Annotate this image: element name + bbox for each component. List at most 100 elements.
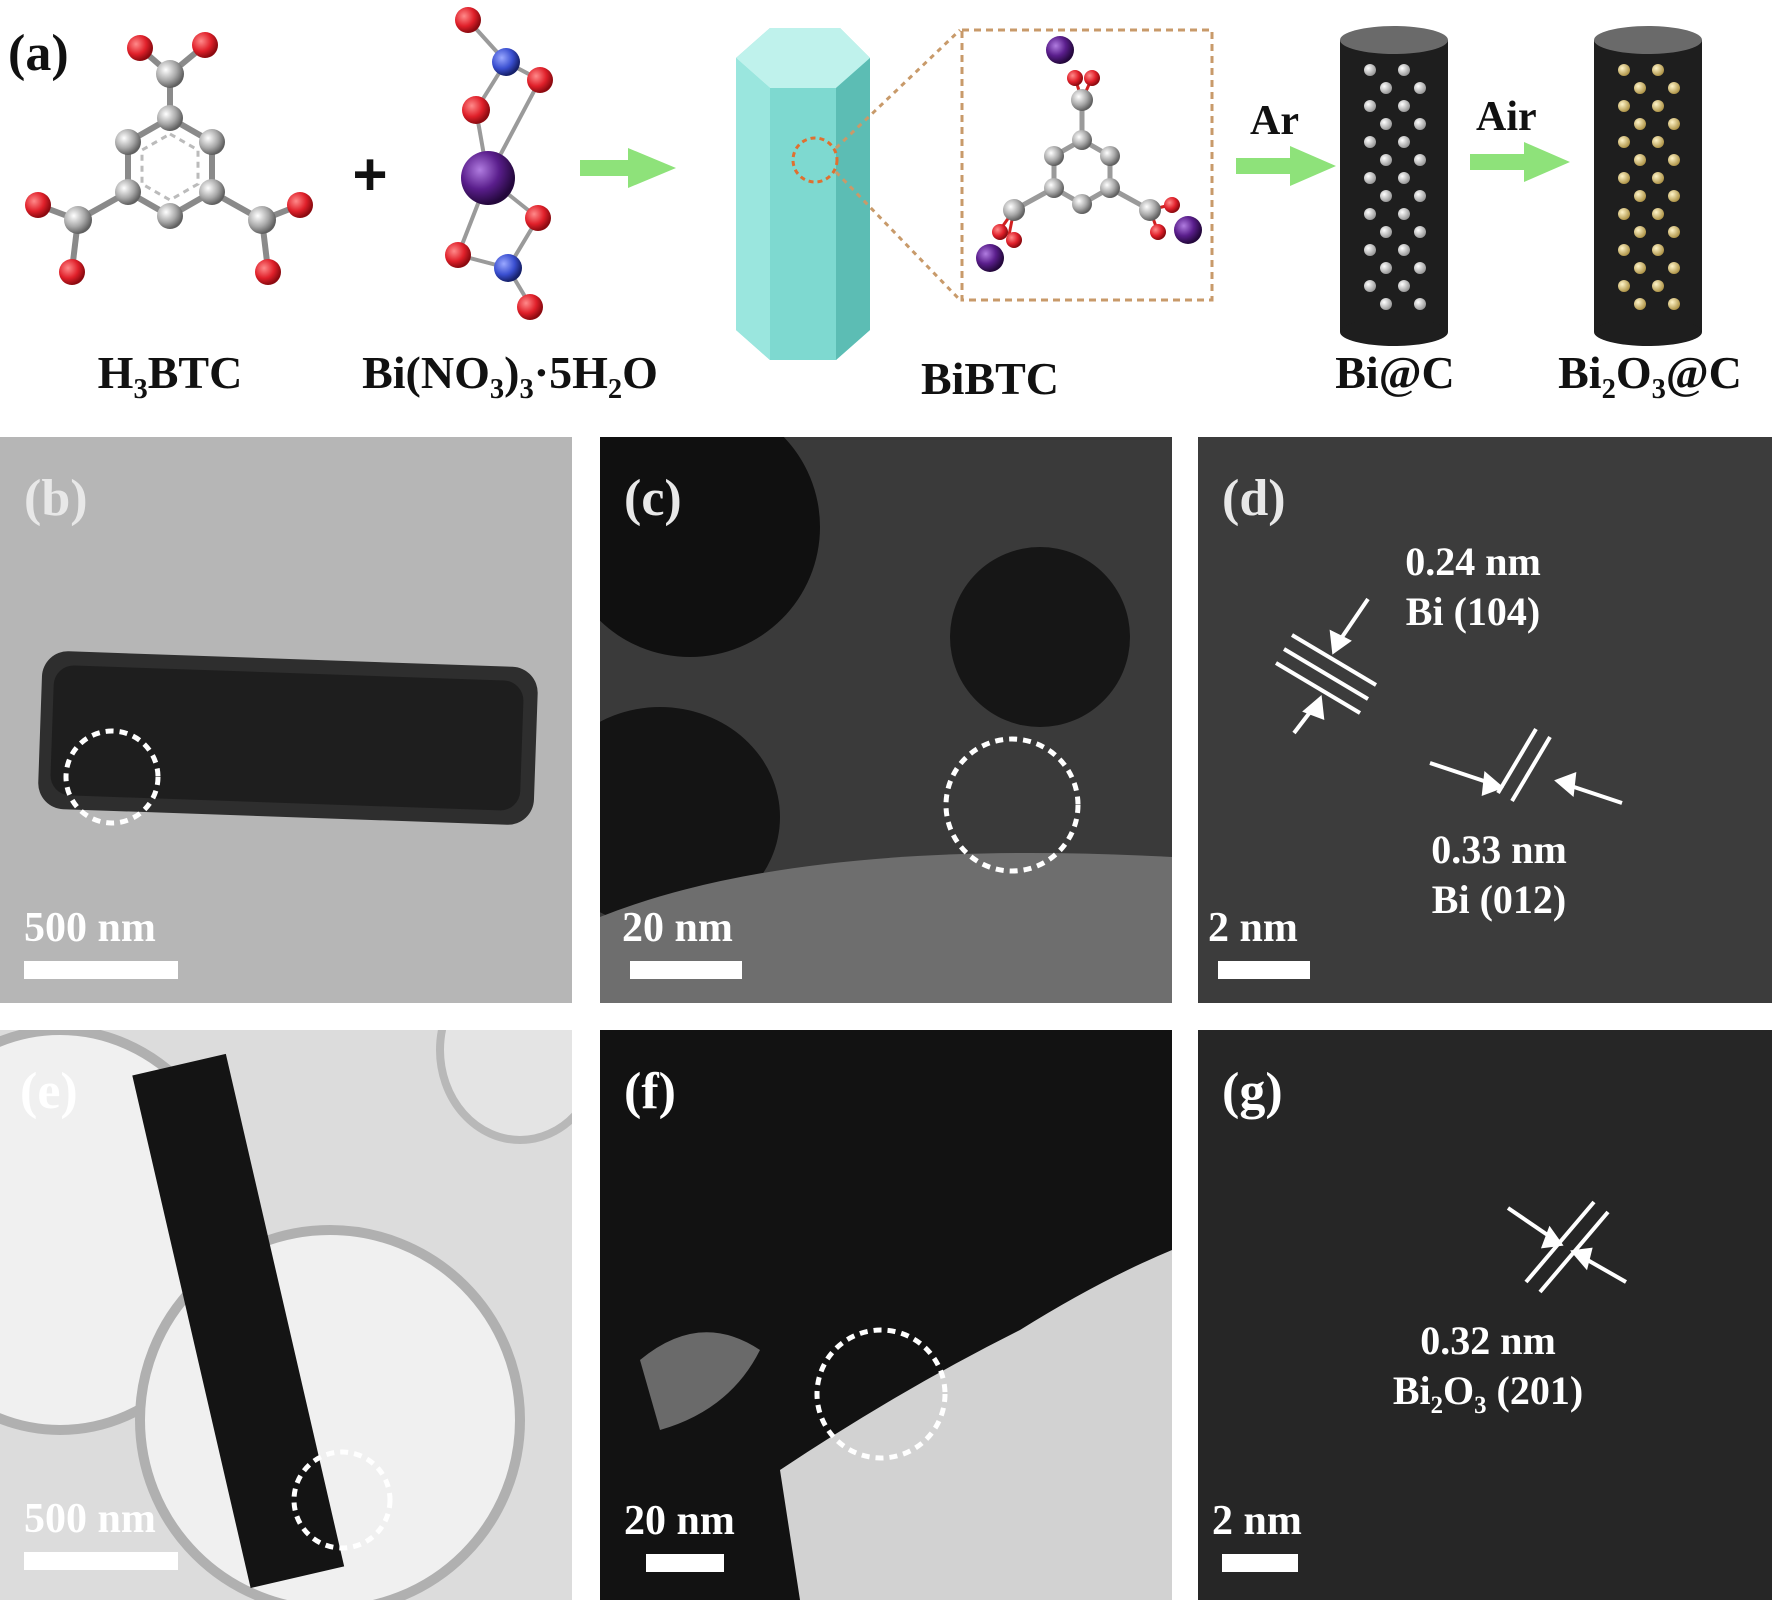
nanoparticle-dot (1364, 64, 1376, 76)
panel-g-tem-image: (g) 0.32 nm Bi2O3 (201) 2 nm (1198, 1030, 1772, 1600)
nanoparticle-dot (1652, 136, 1664, 148)
h3btc-atoms (25, 32, 313, 285)
nanoparticle-dot (1634, 298, 1646, 310)
nanoparticle-dot (1618, 244, 1630, 256)
nanoparticle-dot (1398, 280, 1410, 292)
bibtc-prism (736, 28, 962, 360)
nanoparticle-dot (1652, 208, 1664, 220)
panel-c-letter: (c) (624, 470, 682, 527)
nanoparticle-dot (1414, 154, 1426, 166)
panel-a-letter: (a) (8, 25, 69, 82)
nanoparticle-dot (1634, 226, 1646, 238)
panel-g-spacing: 0.32 nm (1420, 1318, 1556, 1363)
bic-dots (1364, 64, 1426, 310)
arrow-3 (1470, 142, 1570, 182)
nanoparticle-dot (1618, 100, 1630, 112)
nanoparticle-dot (1668, 118, 1680, 130)
nanoparticle-dot (1414, 226, 1426, 238)
panel-d-annotation-2: 0.33 nm Bi (012) (1394, 825, 1604, 925)
nanoparticle-dot (1380, 190, 1392, 202)
panel-d-plane-1: Bi (104) (1405, 589, 1541, 634)
nanoparticle-dot (1652, 100, 1664, 112)
panel-b-tem-image: (b) 500 nm (0, 437, 572, 1003)
panel-g-scale-label: 2 nm (1212, 1498, 1302, 1544)
arrow-label-ar: Ar (1250, 98, 1299, 144)
nanoparticle-dot (1652, 172, 1664, 184)
nanoparticle-dot (1652, 244, 1664, 256)
panel-d-spacing-2: 0.33 nm (1431, 827, 1567, 872)
panel-b-scale-label: 500 nm (24, 905, 156, 951)
nanoparticle-dot (1364, 244, 1376, 256)
panel-e-scale-label: 500 nm (24, 1496, 156, 1542)
panel-d-annotation-1: 0.24 nm Bi (104) (1368, 537, 1578, 637)
nanoparticle-dot (1414, 190, 1426, 202)
label-h3btc-text: H3BTC (97, 347, 243, 406)
panel-f-scale-bar (646, 1554, 724, 1572)
nanoparticle-dot (1364, 208, 1376, 220)
nanoparticle-dot (1364, 100, 1376, 112)
nanoparticle-dot (1398, 208, 1410, 220)
label-bibtc-text: BiBTC (920, 353, 1060, 404)
panel-e-scale-bar (24, 1552, 178, 1570)
bi2o3c-dots (1618, 64, 1680, 310)
nanoparticle-dot (1652, 280, 1664, 292)
dotted-circle-c (943, 736, 1081, 874)
dotted-circle-e (291, 1449, 393, 1551)
nanoparticle-dot (1414, 118, 1426, 130)
nanoparticle-dot (1380, 226, 1392, 238)
dotted-circle-f (814, 1327, 948, 1461)
nanoparticle-dot (1414, 262, 1426, 274)
nanoparticle-dot (1634, 190, 1646, 202)
nanoparticle-dot (1618, 172, 1630, 184)
panel-d-plane-2: Bi (012) (1431, 877, 1567, 922)
nanoparticle-dot (1380, 154, 1392, 166)
panel-a-schematic: + (25, 7, 1702, 360)
arrow-1 (580, 148, 676, 188)
panel-c-scale-label: 20 nm (622, 905, 733, 951)
nanoparticle-dot (1398, 244, 1410, 256)
panel-g-annotation: 0.32 nm Bi2O3 (201) (1368, 1316, 1608, 1422)
nanoparticle-dot (1618, 208, 1630, 220)
panel-d-letter: (d) (1222, 470, 1286, 527)
panel-f-letter: (f) (624, 1063, 676, 1120)
bi2o3c-cylinder (1594, 26, 1702, 346)
nanoparticle-dot (1668, 262, 1680, 274)
label-bi2o3c: Bi2O3@C (1540, 350, 1760, 405)
panel-g-scale-bar (1222, 1554, 1298, 1572)
nanoparticle-dot (1634, 82, 1646, 94)
nanoparticle-dot (1618, 136, 1630, 148)
nanoparticle-dot (1364, 280, 1376, 292)
label-h3btc: H3BTC (60, 350, 280, 405)
panel-d-scale-bar (1218, 961, 1310, 979)
plus-sign: + (352, 141, 387, 208)
nanoparticle-dot (1618, 280, 1630, 292)
dotted-circle-b (63, 728, 161, 826)
label-bibtc: BiBTC (900, 356, 1080, 402)
nanoparticle-dot (1668, 190, 1680, 202)
nanoparticle-dot (1414, 82, 1426, 94)
panel-c-tem-image: (c) 20 nm (600, 437, 1172, 1003)
nanorod-e (132, 1053, 345, 1589)
panel-c-scale-bar (630, 961, 742, 979)
panel-d-spacing-1: 0.24 nm (1405, 539, 1541, 584)
nanoparticle-dot (1398, 64, 1410, 76)
nanoparticle-dot (1414, 298, 1426, 310)
nanoparticle-dot (1618, 64, 1630, 76)
nanoparticle-dot (1398, 100, 1410, 112)
nanoparticle-dot (1634, 154, 1646, 166)
nanoparticle-dot (1668, 226, 1680, 238)
panel-b-letter: (b) (24, 470, 88, 527)
bino3-atoms (445, 7, 553, 320)
bibtc-molecule (1012, 100, 1152, 213)
nanoparticle-dot (1398, 172, 1410, 184)
zoom-box (960, 28, 1214, 302)
nanoparticle-dot (1668, 298, 1680, 310)
nanoparticle-dot (1380, 298, 1392, 310)
nanoparticle-dot (1364, 136, 1376, 148)
nanoparticle-dot (1652, 64, 1664, 76)
panel-d-tem-image: (d) 0.24 nm Bi (104) 0.33 nm Bi (012) 2 … (1198, 437, 1772, 1003)
label-bic: Bi@C (1325, 350, 1465, 396)
nanoparticle-dot (1398, 136, 1410, 148)
panel-e-tem-image: (e) 500 nm (0, 1030, 572, 1600)
panel-b-scale-bar (24, 961, 178, 979)
